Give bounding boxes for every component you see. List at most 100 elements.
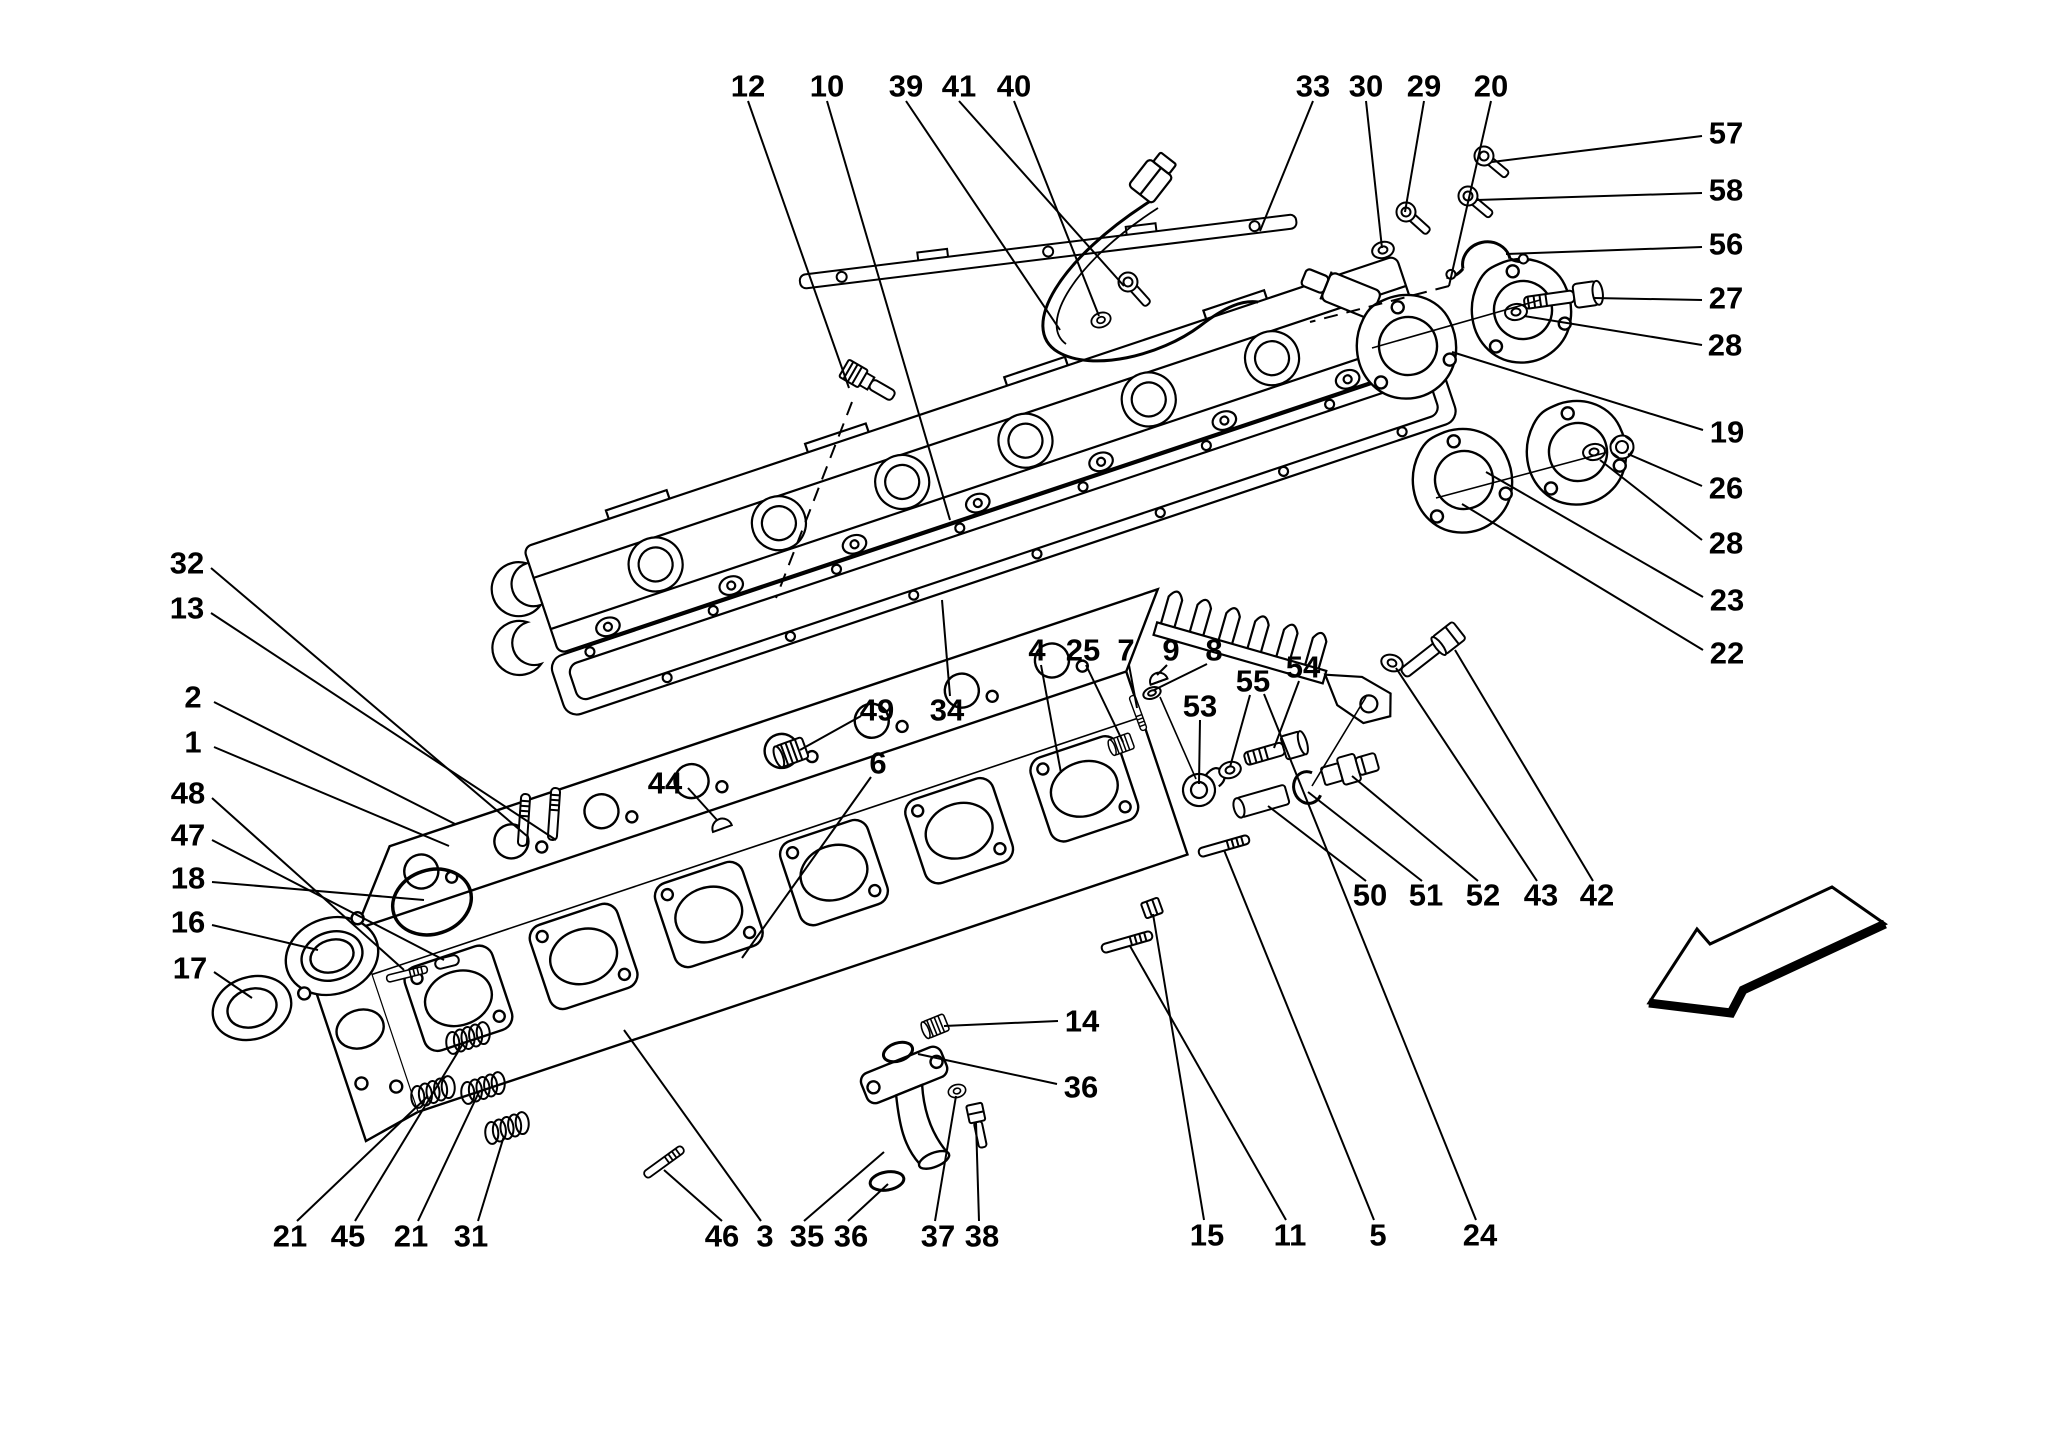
part-label-36: 36: [834, 1219, 868, 1254]
leader-line-57: [1491, 135, 1703, 163]
cap-icon: [1149, 671, 1169, 686]
leader-line-18: [211, 881, 425, 901]
leader-line-51: [1307, 791, 1423, 882]
part-label-30: 30: [1349, 69, 1383, 104]
seal-icon: [1142, 685, 1162, 701]
cam-cover-assembly: [490, 256, 1457, 716]
sensor-cable: [1041, 198, 1259, 363]
cover-bolt-bosses: [595, 368, 1361, 638]
leader-line-6: [741, 776, 872, 959]
part-label-21: 21: [394, 1219, 428, 1254]
leader-line-28: [1523, 315, 1703, 346]
part-label-14: 14: [1065, 1004, 1100, 1039]
leader-line-7: [1128, 664, 1138, 709]
part-label-20: 20: [1474, 69, 1508, 104]
leader-line-32: [210, 567, 528, 837]
part-label-10: 10: [810, 69, 844, 104]
part-label-25: 25: [1066, 633, 1100, 668]
hex-bolt-icon: [1523, 279, 1604, 310]
part-label-55: 55: [1236, 664, 1270, 699]
leader-line-13: [210, 612, 557, 841]
part-label-45: 45: [331, 1219, 365, 1254]
o-ring-icon: [881, 1040, 915, 1064]
leader-line-11: [1129, 945, 1287, 1221]
hex-bolt-icon: [1400, 621, 1466, 678]
leader-line-46: [663, 1169, 723, 1222]
intake-port-flanges: [403, 735, 1140, 1053]
leader-line-33: [1259, 100, 1314, 232]
union-plug-icon: [1320, 752, 1380, 786]
leader-line-34: [941, 599, 951, 697]
leader-line-23: [1485, 471, 1704, 598]
part-label-41: 41: [942, 69, 976, 104]
hex-plug-icon: [1140, 896, 1164, 920]
part-label-37: 37: [921, 1219, 955, 1254]
part-label-43: 43: [1524, 878, 1558, 913]
part-label-21: 21: [273, 1219, 307, 1254]
seal-ring-icon: [1292, 770, 1322, 805]
part-label-33: 33: [1296, 69, 1330, 104]
leader-line-8: [1153, 663, 1208, 691]
part-label-28: 28: [1709, 526, 1743, 561]
direction-arrow: [1646, 885, 1888, 1018]
cable-connector: [1128, 151, 1177, 204]
leader-line-29: [1404, 100, 1425, 213]
cup-plug-icon: [711, 817, 734, 834]
part-label-36: 36: [1064, 1070, 1098, 1105]
leader-line-47: [211, 839, 445, 961]
nut-icon: [1609, 434, 1635, 460]
part-label-6: 6: [869, 746, 886, 781]
part-label-28: 28: [1708, 328, 1742, 363]
part-label-34: 34: [930, 693, 965, 728]
part-label-1: 1: [184, 725, 201, 760]
leader-line-42: [1454, 649, 1594, 882]
part-label-11: 11: [1274, 1218, 1307, 1253]
leader-line-43: [1395, 667, 1538, 882]
mounting-rail: [798, 213, 1298, 290]
leader-line-41: [958, 100, 1125, 287]
leader-line-35: [803, 1151, 885, 1222]
leader-line-10: [826, 100, 951, 521]
leader-line-39: [905, 100, 1061, 331]
cam-bearing-crescents: [490, 561, 545, 677]
part-label-40: 40: [997, 69, 1031, 104]
leader-line-38: [975, 1121, 980, 1222]
part-label-49: 49: [860, 693, 894, 728]
leader-line-20: [1448, 100, 1492, 287]
part-label-15: 15: [1190, 1218, 1224, 1253]
cable-clamp-icon: [1445, 240, 1530, 280]
leader-line-4: [1040, 664, 1062, 774]
leader-line-12: [775, 401, 853, 599]
leader-line-28: [1599, 459, 1703, 541]
part-label-23: 23: [1710, 583, 1744, 618]
leader-line-53: [1198, 719, 1201, 785]
part-label-7: 7: [1117, 633, 1134, 668]
part-label-56: 56: [1709, 227, 1743, 262]
part-label-22: 22: [1710, 636, 1744, 671]
part-label-50: 50: [1353, 878, 1387, 913]
leader-line-49: [799, 715, 862, 751]
spark-plug-wells: [627, 330, 1301, 593]
part-label-2: 2: [184, 680, 201, 715]
coupling-flange: [284, 911, 380, 1001]
leader-line-56: [1505, 246, 1703, 255]
leader-line-17: [213, 971, 253, 999]
part-label-38: 38: [965, 1219, 999, 1254]
part-label-12: 12: [731, 69, 765, 104]
cam-cover-gasket: [550, 363, 1457, 716]
leader-line-26: [1627, 453, 1703, 487]
cylinder-head: [313, 587, 1190, 1143]
part-label-54: 54: [1286, 650, 1321, 685]
leader-line-40: [1013, 100, 1100, 317]
leader-line-55: [1229, 694, 1251, 768]
assembly-axes: [1159, 299, 1609, 787]
leader-line-21: [296, 1095, 429, 1222]
leader-line-19: [1451, 351, 1704, 431]
part-label-18: 18: [171, 861, 205, 896]
leader-line-21: [417, 1091, 480, 1222]
cam-cover: [490, 256, 1431, 677]
part-label-35: 35: [790, 1219, 824, 1254]
exhaust-coupling-gasket: [211, 974, 293, 1042]
leader-line-37: [934, 1095, 957, 1222]
